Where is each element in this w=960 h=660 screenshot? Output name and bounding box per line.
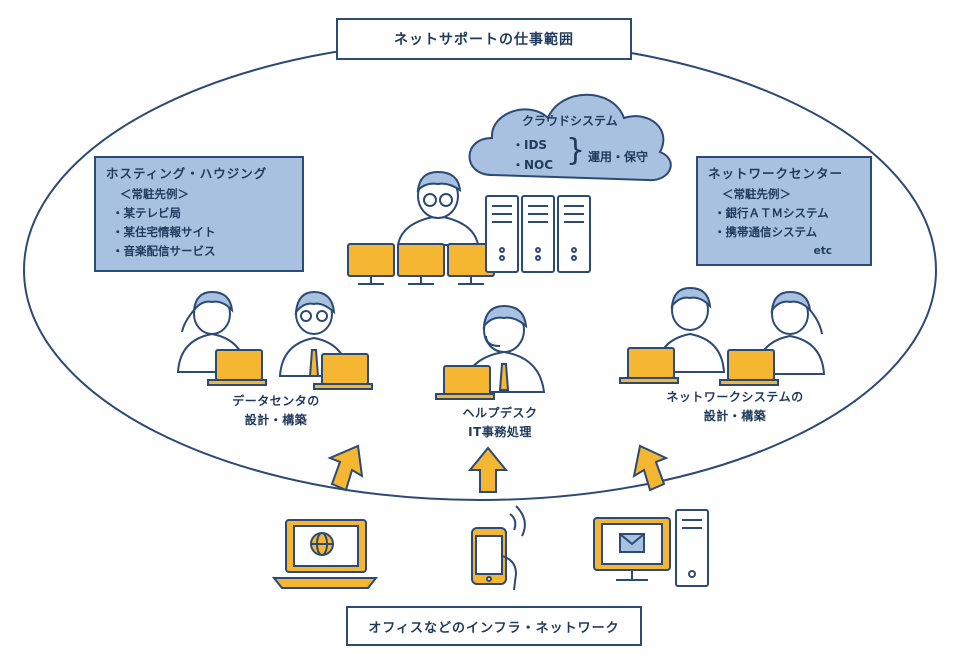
caption-network-line2: 設計・構築 (703, 409, 767, 423)
monitor-row-icon (347, 243, 495, 285)
up-arrow-icon-left (327, 444, 364, 492)
cloud-item-noc: ・NOC (512, 158, 554, 172)
network-center-panel-item: ・銀行ＡＴＭシステム (714, 206, 829, 220)
network-center-panel-title: ネットワークセンター (708, 166, 844, 181)
caption-network: ネットワークシステムの 設計・構築 (640, 388, 830, 426)
caption-datacenter-line1: データセンタの (232, 394, 320, 408)
desktop-mail-icon (593, 509, 709, 587)
admin-person-icon (396, 170, 480, 246)
cloud-brace: } (566, 133, 586, 168)
up-arrow-icon-right (632, 444, 669, 492)
cloud-title: クラウドシステム (522, 114, 618, 128)
bottom-label: オフィスなどのインフラ・ネットワーク (346, 606, 642, 646)
hosting-panel: ホスティング・ハウジング ＜常駐先例＞ ・某テレビ局 ・某住宅情報サイト ・音楽… (94, 156, 304, 272)
datacenter-team-icon (176, 290, 373, 390)
bottom-label-text: オフィスなどのインフラ・ネットワーク (368, 620, 620, 636)
network-center-panel-item: ・携帯通信システム (714, 225, 818, 239)
cloud-icon (468, 93, 672, 182)
cloud-item-ids: ・IDS (512, 138, 548, 152)
network-center-panel-etc: etc (813, 245, 832, 257)
page-title: ネットサポートの仕事範囲 (336, 18, 632, 60)
caption-datacenter-line2: 設計・構築 (244, 413, 308, 427)
hosting-panel-title: ホスティング・ハウジング (106, 166, 268, 181)
hosting-panel-item: ・某住宅情報サイト (112, 225, 216, 239)
smartphone-icon (471, 505, 526, 591)
caption-helpdesk-line2: IT事務処理 (468, 425, 532, 439)
up-arrow-icon-center (467, 446, 509, 493)
cloud-note: 運用・保守 (588, 150, 649, 164)
hosting-panel-item: ・某テレビ局 (112, 206, 181, 220)
server-rack-icon (485, 195, 591, 273)
laptop-globe-icon (271, 519, 379, 589)
network-center-panel: ネットワークセンター ＜常駐先例＞ ・銀行ＡＴＭシステム ・携帯通信システム e… (696, 156, 872, 266)
caption-network-line1: ネットワークシステムの (666, 390, 804, 404)
helpdesk-person-icon (435, 304, 546, 400)
network-center-panel-subtitle: ＜常駐先例＞ (722, 187, 791, 201)
caption-datacenter: データセンタの 設計・構築 (206, 392, 346, 430)
hosting-panel-subtitle: ＜常駐先例＞ (120, 187, 189, 201)
caption-helpdesk-line1: ヘルプデスク (462, 406, 538, 420)
caption-helpdesk: ヘルプデスク IT事務処理 (430, 404, 570, 442)
network-team-icon (619, 286, 826, 386)
hosting-panel-item: ・音楽配信サービス (112, 244, 216, 258)
page-title-text: ネットサポートの仕事範囲 (394, 32, 574, 48)
